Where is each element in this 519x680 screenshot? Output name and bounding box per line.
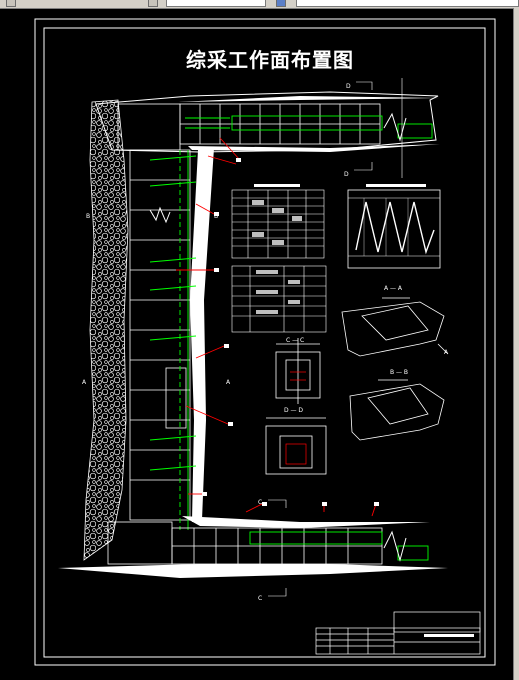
window-frame — [513, 8, 519, 680]
section-view-dd-marks — [285, 443, 307, 465]
label-tags — [202, 158, 379, 506]
section-view-dd — [265, 417, 327, 475]
parameter-table — [231, 265, 327, 333]
label-c: C — [258, 499, 262, 506]
layer-icon[interactable] — [276, 0, 286, 7]
label-c: C — [258, 595, 262, 602]
label-cc: C — C — [286, 337, 304, 344]
break-line — [383, 530, 407, 562]
section-view-bb — [349, 379, 445, 441]
table-cells — [256, 270, 300, 314]
label-a: A — [82, 379, 87, 386]
section-markers — [268, 81, 373, 597]
cycle-chart — [347, 184, 441, 269]
break-line — [149, 206, 171, 224]
break-line — [383, 112, 407, 142]
section-labels: D D B B A A A C C A — A B — B C — C D — … — [82, 83, 449, 602]
label-a: A — [226, 379, 231, 386]
table-cells — [252, 200, 302, 245]
outer-border — [34, 18, 496, 666]
equipment-table — [231, 189, 325, 259]
cad-drawing[interactable]: D D B B A A A C C A — A B — B C — C D — … — [0, 8, 512, 680]
inner-border — [43, 27, 486, 658]
roadway-edge — [188, 144, 440, 152]
label-a: A — [444, 349, 449, 356]
upper-conveyor — [185, 115, 433, 139]
label-b: B — [86, 213, 90, 220]
title-block-text — [424, 634, 474, 637]
section-view-cc-marks — [290, 371, 306, 381]
toolbar-field[interactable] — [166, 0, 266, 7]
toolbar — [0, 0, 519, 9]
title-block — [315, 611, 481, 655]
roadway-edge — [58, 564, 448, 578]
label-dd: D — D — [284, 407, 303, 414]
toolbar-button[interactable] — [148, 0, 158, 7]
label-d: D — [346, 83, 351, 90]
drawing-title: 综采工作面布置图 — [186, 48, 354, 72]
label-bb: B — B — [390, 369, 408, 376]
face-conveyor — [149, 150, 197, 530]
toolbar-field[interactable] — [296, 0, 519, 7]
upper-grid — [179, 103, 381, 145]
roadway-edge — [182, 516, 430, 528]
section-view-aa — [341, 297, 449, 357]
section-view-cc — [275, 338, 321, 404]
face-edge — [190, 148, 214, 522]
roadway-edge — [178, 96, 440, 102]
upper-roadway — [95, 91, 439, 153]
label-aa: A — A — [384, 285, 403, 292]
toolbar-button[interactable] — [6, 0, 16, 7]
lower-grid — [171, 527, 383, 565]
label-b: B — [214, 213, 218, 220]
table-caption — [254, 184, 300, 187]
annotation-leaders — [176, 137, 377, 517]
label-d: D — [344, 171, 349, 178]
gob-area — [83, 99, 129, 561]
